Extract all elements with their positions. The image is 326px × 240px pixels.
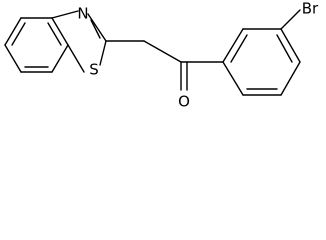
benzene-ring-fused xyxy=(4,17,69,73)
bromine-label: Br xyxy=(302,0,319,18)
ch2-bond-right xyxy=(143,40,182,63)
nitrogen-label: N xyxy=(77,5,88,23)
chemical-structure: N S O Br xyxy=(4,0,319,111)
c-br-bond xyxy=(280,9,301,30)
thiazole-ring xyxy=(51,10,107,73)
bromophenyl-ring xyxy=(222,28,301,96)
oxygen-label: O xyxy=(178,93,190,111)
carbonyl-group xyxy=(180,61,188,91)
sulfur-label: S xyxy=(89,61,99,79)
